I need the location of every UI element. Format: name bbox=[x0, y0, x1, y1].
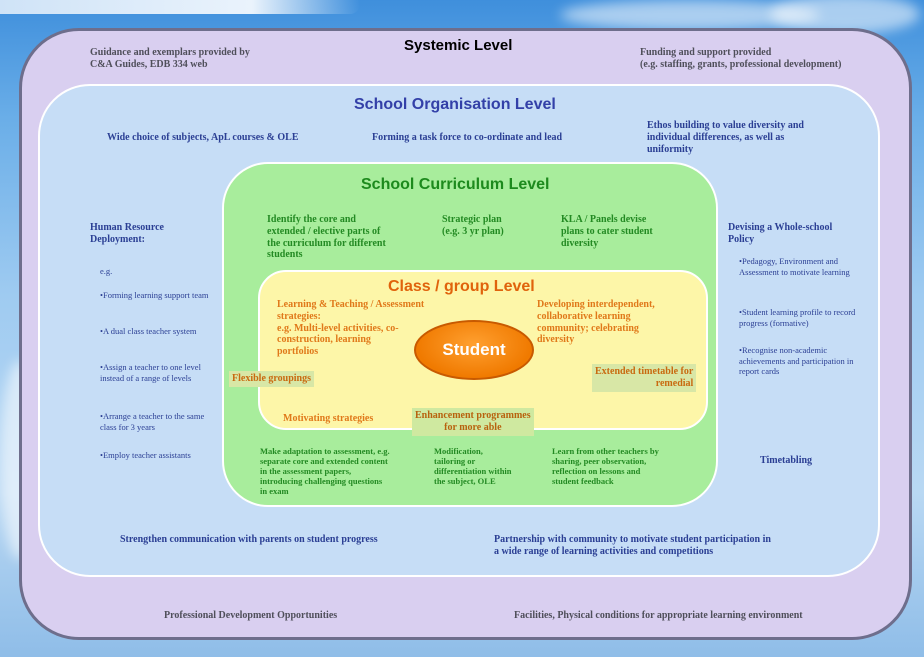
extended-timetable-tag: Extended timetable for remedial bbox=[592, 364, 697, 392]
school-curriculum-level-title: School Curriculum Level bbox=[361, 176, 550, 193]
enhancement-programmes-tag: Enhancement programmes for more able bbox=[412, 408, 534, 436]
wide-choice-note: Wide choice of subjects, ApL courses & O… bbox=[107, 132, 299, 143]
policy-item: •Pedagogy, Environment and Assessment to… bbox=[739, 256, 850, 277]
professional-development-note: Professional Development Opportunities bbox=[164, 610, 338, 621]
hr-item: e.g. bbox=[100, 266, 113, 276]
community-partnership-note: Partnership with community to motivate s… bbox=[494, 534, 771, 557]
facilities-note: Facilities, Physical conditions for appr… bbox=[514, 610, 803, 621]
core-extended-note: Identify the core and extended / electiv… bbox=[267, 214, 386, 261]
student-ellipse: Student bbox=[414, 320, 534, 380]
learning-teaching-strategies-note: Learning & Teaching / Assessment strateg… bbox=[277, 299, 425, 358]
guidance-note: Guidance and exemplars provided by C&A G… bbox=[90, 47, 250, 70]
hr-item: •Arrange a teacher to the same class for… bbox=[100, 411, 205, 432]
kla-panels-note: KLA / Panels devise plans to cater stude… bbox=[561, 214, 653, 249]
assessment-adaptation-note: Make adaptation to assessment, e.g. sepa… bbox=[260, 446, 390, 497]
funding-note: Funding and support provided (e.g. staff… bbox=[640, 47, 842, 70]
hr-item: •Employ teacher assistants bbox=[100, 450, 191, 460]
learning-community-note: Developing interdependent, collaborative… bbox=[537, 299, 655, 346]
modification-note: Modification, tailoring or differentiati… bbox=[434, 446, 512, 487]
timetabling-note: Timetabling bbox=[760, 455, 813, 466]
class-group-level-title: Class / group Level bbox=[388, 278, 535, 295]
task-force-note: Forming a task force to co-ordinate and … bbox=[372, 132, 563, 143]
policy-item: •Student learning profile to record prog… bbox=[739, 307, 856, 328]
whole-school-policy-title: Devising a Whole-school Policy bbox=[728, 222, 833, 245]
ethos-note: Ethos building to value diversity and in… bbox=[647, 120, 804, 155]
student-label: Student bbox=[442, 340, 506, 359]
learn-from-teachers-note: Learn from other teachers by sharing, pe… bbox=[552, 446, 659, 487]
strategic-plan-note: Strategic plan (e.g. 3 yr plan) bbox=[442, 214, 504, 237]
slide-title-bar bbox=[0, 0, 360, 14]
flexible-groupings-tag: Flexible groupings bbox=[229, 371, 314, 387]
parent-communication-note: Strengthen communication with parents on… bbox=[120, 534, 378, 545]
motivating-strategies-note: Motivating strategies bbox=[283, 413, 374, 424]
human-resource-title: Human Resource Deployment: bbox=[90, 222, 164, 245]
systemic-level-title: Systemic Level bbox=[404, 37, 513, 54]
hr-item: •Forming learning support team bbox=[100, 290, 209, 300]
policy-item: •Recognise non-academic achievements and… bbox=[739, 345, 854, 377]
school-organisation-level-title: School Organisation Level bbox=[354, 96, 556, 113]
hr-item: •A dual class teacher system bbox=[100, 326, 197, 336]
hr-item: •Assign a teacher to one level instead o… bbox=[100, 362, 201, 383]
